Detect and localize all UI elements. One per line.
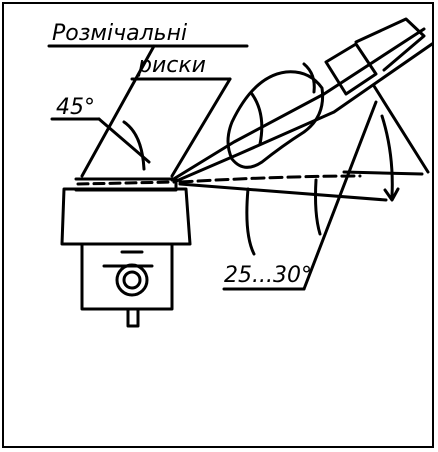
tool-axis-line [372,84,430,174]
hand-finger-line [250,92,264,146]
angle-arrow [383,187,400,202]
workpiece-lower-body [80,242,174,311]
workpiece-bore [115,263,149,297]
hand-outline [226,70,325,169]
dashed-position-line [178,174,362,184]
leader-line-right [170,77,232,178]
marking-lines [76,180,176,186]
workpiece-pin [126,307,140,328]
workpiece-bore-inner [122,270,142,290]
diagram-frame: Розмічальні риски 45° 25...30° [2,2,434,448]
angle-label-45: 45° [56,95,95,120]
angle-leader-line [97,117,151,164]
leader-line-left [80,44,156,178]
angle-arc-25-30 [380,114,394,198]
hand-stroke-left [245,187,256,256]
scriber-shaft-top [170,27,426,182]
angle-label-25-30: 25...30° [224,263,312,288]
hand-thumb [302,62,316,94]
angle-leader-bottom [302,100,378,291]
title-label: Розмічальні [52,21,187,46]
scriber-collar [324,42,378,96]
workpiece-upper-block [60,187,192,246]
hand-stroke-right [314,178,322,236]
technical-diagram: Розмічальні риски 45° 25...30° [47,17,432,328]
scriber-handle [354,17,426,72]
baseline-right [342,170,424,176]
scriber-shaft-bottom [172,42,432,184]
horizontal-reference-line [178,182,388,202]
workpiece-top-plate [74,177,178,192]
angle-arc-45 [122,120,146,171]
subtitle-label: риски [137,53,206,78]
